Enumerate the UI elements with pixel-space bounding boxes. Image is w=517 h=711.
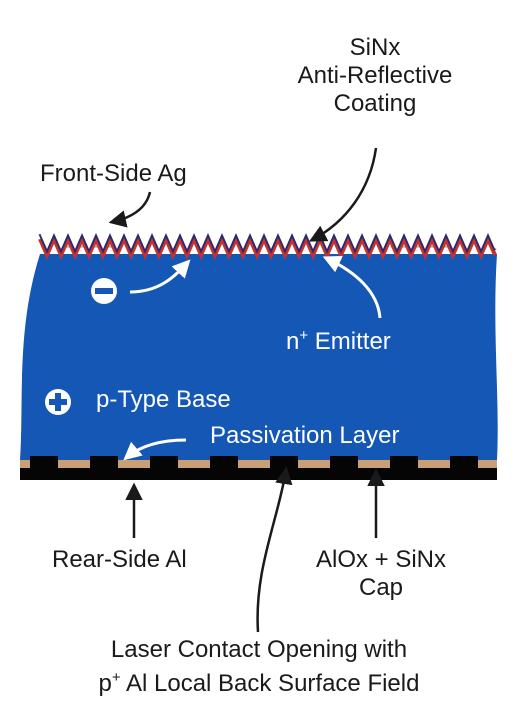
passivation-layer <box>20 460 497 468</box>
arc-label-line2: Anti-Reflective <box>297 62 453 89</box>
laser-contact-opening <box>150 456 178 470</box>
laser-label-rest: Al Local Back Surface Field <box>120 670 420 697</box>
front-ag-label: Front-Side Ag <box>40 160 187 187</box>
arc-label-line3: Coating <box>333 90 417 117</box>
arc-arrow <box>308 147 378 242</box>
emitter-arrow <box>322 255 382 319</box>
laser-contact-openings <box>30 456 478 470</box>
passivation-arrow <box>123 438 187 461</box>
laser-label-line2: p+ Al Local Back Surface Field <box>44 664 474 698</box>
hole-symbol <box>45 389 71 415</box>
laser-contact-opening <box>90 456 118 470</box>
front-ag-arrow <box>108 191 152 228</box>
rear-al-label: Rear-Side Al <box>52 546 187 573</box>
emitter-layer <box>38 234 497 260</box>
laser-label-line1: Laser Contact Opening with <box>110 636 408 663</box>
laser-contact-opening <box>330 456 358 470</box>
emitter-label-sup: + <box>299 327 309 344</box>
laser-contact-opening <box>30 456 58 470</box>
passivation-label: Passivation Layer <box>210 422 400 449</box>
base-label: p-Type Base <box>96 386 231 413</box>
laser-arrow <box>256 466 293 633</box>
cap-label-line1: AlOx + SiNx <box>315 546 447 573</box>
arc-label: SiNx Anti-Reflective Coating <box>270 34 480 118</box>
laser-contact-opening <box>450 456 478 470</box>
arc-coating-layer <box>38 230 497 254</box>
emitter-label: n+ Emitter <box>286 322 391 356</box>
cap-label: AlOx + SiNx Cap <box>296 546 466 602</box>
laser-label: Laser Contact Opening with p+ Al Local B… <box>44 636 474 698</box>
laser-contact-opening <box>210 456 238 470</box>
electron-symbol <box>91 278 117 304</box>
cap-label-line2: Cap <box>358 574 404 601</box>
laser-contact-opening <box>390 456 418 470</box>
laser-contact-opening <box>270 456 298 470</box>
laser-label-p: p <box>98 670 112 697</box>
electron-flow-arrow <box>129 259 191 294</box>
laser-label-sup: + <box>111 669 121 686</box>
emitter-label-rest: Emitter <box>308 328 391 355</box>
emitter-label-n: n <box>286 328 300 355</box>
arc-label-line1: SiNx <box>349 34 401 61</box>
